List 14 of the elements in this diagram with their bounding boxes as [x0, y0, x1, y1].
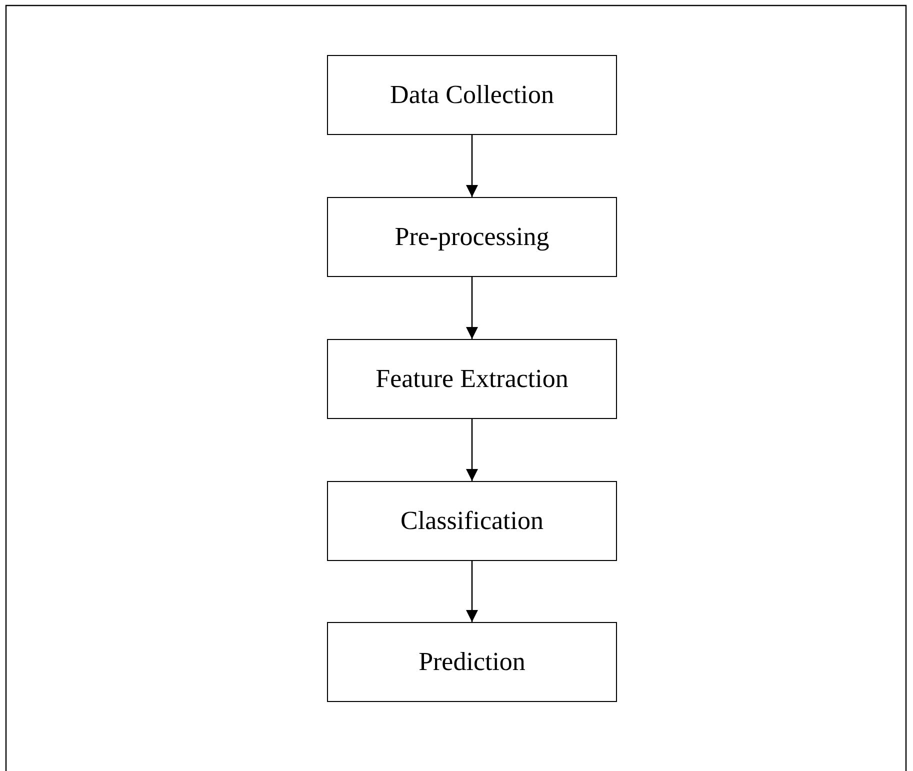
box-label: Classification	[400, 506, 544, 536]
arrow	[466, 277, 478, 339]
process-box	[327, 481, 617, 561]
arrow	[466, 135, 478, 197]
process-box	[327, 339, 617, 419]
process-box	[327, 622, 617, 702]
process-box	[327, 197, 617, 277]
box-label: Prediction	[418, 647, 526, 677]
process-box	[327, 55, 617, 135]
box-label: Data Collection	[390, 80, 554, 110]
box-label: Pre-processing	[394, 222, 550, 252]
arrow	[466, 419, 478, 481]
arrow	[466, 561, 478, 622]
box-label: Feature Extraction	[376, 364, 568, 394]
